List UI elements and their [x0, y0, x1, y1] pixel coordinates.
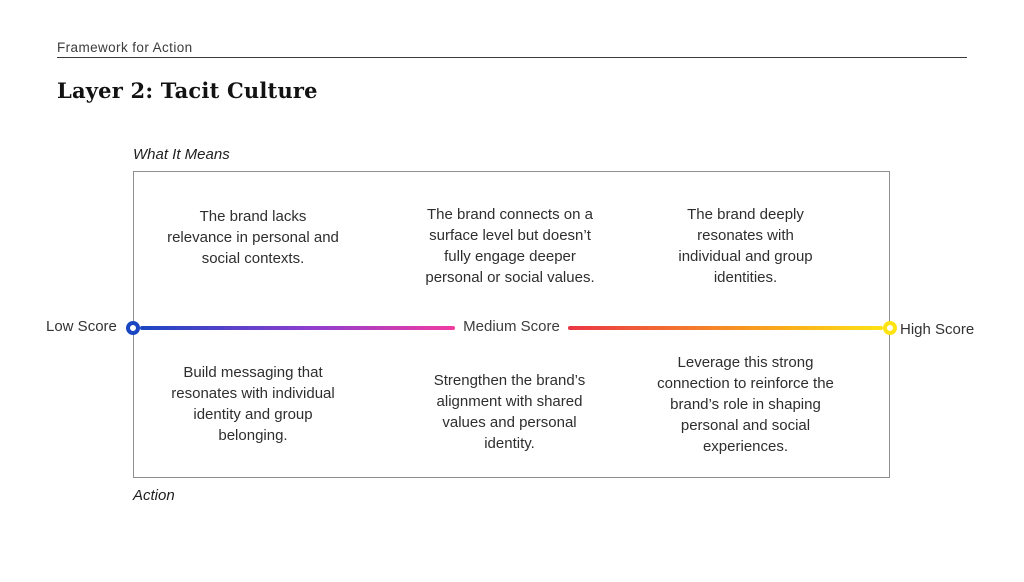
meaning-medium-text: The brand connects on a surface level bu…	[425, 206, 595, 286]
what-it-means-label: What It Means	[133, 146, 230, 163]
header-divider	[57, 57, 967, 58]
score-spectrum: Medium Score	[126, 318, 898, 335]
meaning-low-text: The brand lacks relevance in personal an…	[167, 208, 339, 267]
low-score-label: Low Score	[46, 318, 117, 335]
framework-box: The brand lacks relevance in personal an…	[126, 171, 898, 478]
eyebrow-label: Framework for Action	[57, 40, 193, 55]
meaning-high-text: The brand deeply resonates with individu…	[678, 206, 813, 286]
page-title: Layer 2: Tacit Culture	[57, 78, 318, 103]
gradient-line-left	[140, 325, 456, 330]
action-medium-text: Strengthen the brand’s alignment with sh…	[433, 372, 586, 452]
high-endpoint-ring-icon	[883, 320, 898, 335]
gradient-line-right	[567, 325, 884, 330]
low-endpoint-ring-icon	[126, 320, 140, 335]
action-low-text: Build messaging that resonates with indi…	[171, 364, 335, 444]
action-high-text: Leverage this strong connection to reinf…	[657, 354, 834, 455]
medium-score-label: Medium Score	[463, 318, 560, 335]
high-score-label: High Score	[900, 321, 975, 338]
action-label: Action	[133, 487, 175, 504]
